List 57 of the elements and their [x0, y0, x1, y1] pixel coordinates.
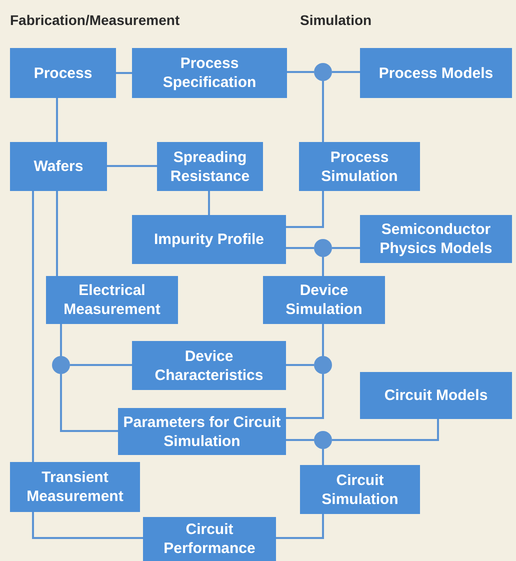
connector-line: [332, 419, 439, 441]
connector-line: [286, 439, 314, 441]
process-box: [299, 142, 420, 191]
process-box: [263, 276, 385, 324]
connector-line: [286, 364, 314, 366]
process-box: [10, 462, 140, 512]
connector-line: [286, 374, 324, 419]
process-box: [300, 465, 420, 514]
box-label: Process Specification: [162, 54, 258, 92]
connector-line: [332, 71, 360, 73]
process-box: [10, 48, 116, 98]
connector-line: [116, 72, 132, 74]
column-heading: Fabrication/Measurement: [10, 11, 180, 30]
box-label: Circuit Simulation: [320, 470, 400, 508]
process-box: [143, 517, 276, 561]
connector-line: [332, 247, 360, 249]
box-label: Process Simulation: [320, 148, 399, 186]
box-label: Impurity Profile: [154, 230, 264, 249]
connector-line: [60, 374, 118, 432]
connector-line: [322, 257, 324, 276]
connector-line: [60, 324, 62, 356]
process-box: [360, 372, 512, 419]
process-box: [132, 341, 286, 390]
process-box: [132, 48, 287, 98]
process-box: [157, 142, 263, 191]
connector-line: [322, 449, 324, 465]
box-label: Spreading Resistance: [169, 148, 251, 186]
process-box: [360, 48, 512, 98]
connector-line: [56, 191, 58, 276]
box-label: Circuit Models: [384, 386, 488, 405]
connector-line: [286, 191, 324, 228]
box-label: Semiconductor Physics Models: [378, 220, 494, 258]
process-box: [10, 142, 107, 191]
box-label: Process: [34, 64, 92, 82]
connector-line: [322, 324, 324, 356]
connector-line: [32, 512, 143, 539]
box-label: Device Characteristics: [154, 346, 264, 384]
connector-line: [208, 191, 210, 215]
connector-line: [56, 98, 58, 142]
box-label: Process Models: [378, 64, 494, 82]
box-label: Device Simulation: [284, 281, 364, 319]
connector-line: [287, 71, 314, 73]
box-label: Circuit Performance: [162, 520, 256, 558]
box-label: Electrical Measurement: [62, 281, 162, 319]
connector-line: [32, 191, 34, 462]
box-label: Wafers: [34, 157, 84, 176]
process-box: [46, 276, 178, 324]
process-box: [132, 215, 286, 264]
box-label: Parameters for Circuit Simulation: [122, 412, 282, 450]
connector-line: [276, 514, 324, 539]
connector-line: [322, 81, 324, 142]
connector-line: [107, 165, 157, 167]
box-label: Transient Measurement: [26, 468, 124, 506]
connector-line: [286, 247, 314, 249]
connector-line: [70, 364, 132, 366]
column-heading: Simulation: [300, 11, 372, 30]
process-box: [360, 215, 512, 263]
